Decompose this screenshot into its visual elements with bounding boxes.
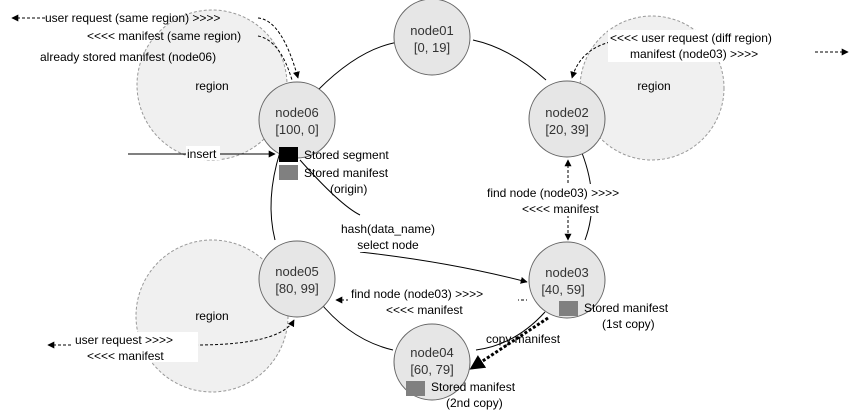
ring-arc-04-05 (317, 299, 394, 351)
node06-name: node06 (275, 105, 318, 120)
user-request-diff-curve (570, 41, 611, 79)
label-stored-manifest-1st-1: Stored manifest (584, 301, 669, 315)
label-bg-diff (608, 30, 814, 62)
stored-manifest-2nd-icon (406, 381, 425, 396)
copy-manifest-arrow (469, 316, 549, 370)
ring-arc-03-04 (475, 311, 546, 351)
manifest-same-curve (257, 35, 293, 81)
label-bg-insert (186, 146, 220, 160)
node02-circle (528, 80, 606, 158)
ring-arc-06-01 (317, 41, 400, 91)
label-hash-1: hash(data_name) (341, 222, 435, 236)
label-bg-bottom (72, 332, 198, 362)
node04-name: node04 (410, 345, 453, 360)
stored-manifest-1st-icon (559, 301, 578, 316)
label-already-stored: already stored manifest (node06) (40, 50, 216, 64)
node02-name: node02 (545, 105, 588, 120)
stored-segment-icon (279, 147, 298, 162)
node01-circle (393, 0, 471, 76)
node06-circle (258, 81, 336, 159)
label-manifest-same: <<<< manifest (same region) (87, 29, 241, 43)
user-request-same-curve (257, 17, 300, 79)
label-find-node-left-1: find node (node03) >>>> (351, 287, 483, 301)
node06-range: [100, 0] (275, 122, 318, 137)
node02-range: [20, 39] (545, 122, 588, 137)
label-hash-2: select node (357, 238, 419, 252)
label-stored-segment: Stored segment (304, 148, 389, 162)
node03-circle (528, 241, 606, 319)
node01-range: [0, 19] (414, 40, 450, 55)
label-stored-manifest-1st-2: (1st copy) (602, 317, 655, 331)
node04-range: [60, 79] (410, 362, 453, 377)
label-stored-manifest-origin-1: Stored manifest (304, 166, 389, 180)
label-find-node-right-2: <<<< manifest (522, 202, 599, 216)
label-user-request-diff: <<<< user request (diff region) (610, 31, 772, 45)
node03-range: [40, 59] (541, 282, 584, 297)
node05-range: [80, 99] (275, 281, 318, 296)
region-label-bottom-left: region (195, 309, 228, 323)
stored-manifest-origin-icon (279, 165, 298, 180)
label-user-request-bottom: user request >>>> (75, 333, 173, 347)
label-stored-manifest-origin-2: (origin) (330, 182, 367, 196)
user-request-bottom-curve (194, 319, 295, 346)
label-user-request-same: user request (same region) >>>> (45, 11, 220, 25)
ring-arc-05-06 (270, 151, 281, 241)
node01-name: node01 (410, 23, 453, 38)
label-copy-manifest: copy manifest (486, 332, 561, 346)
label-stored-manifest-2nd-2: (2nd copy) (446, 396, 503, 410)
label-manifest-bottom: <<<< manifest (87, 349, 164, 363)
label-find-node-right-1: find node (node03) >>>> (487, 186, 619, 200)
label-bg-find-right (485, 184, 655, 216)
region-label-top-left: region (195, 79, 228, 93)
label-bg-find-left (348, 285, 518, 317)
label-bg-hash (330, 220, 450, 252)
region-label-top-right: region (637, 79, 670, 93)
hash-select-arrow (299, 159, 527, 282)
label-insert: insert (187, 147, 217, 161)
node05-name: node05 (275, 264, 318, 279)
label-find-node-left-2: <<<< manifest (386, 303, 463, 317)
label-manifest-node03-top: manifest (node03) >>>> (630, 47, 758, 61)
ring-arc-01-02 (472, 39, 547, 81)
label-stored-manifest-2nd-1: Stored manifest (431, 380, 516, 394)
node05-circle (258, 240, 336, 318)
node03-name: node03 (545, 265, 588, 280)
